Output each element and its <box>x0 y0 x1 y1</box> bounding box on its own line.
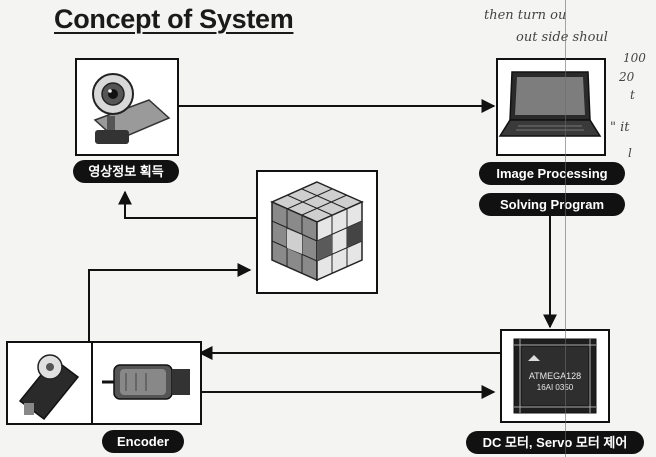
motors-box <box>6 341 202 425</box>
handwriting-1: then turn ou <box>484 8 567 23</box>
page-title: Concept of System <box>54 4 294 34</box>
acquire-label: 영상정보 획득 <box>73 160 179 183</box>
rubiks-cube-icon <box>270 181 364 282</box>
webcam-icon <box>92 73 171 144</box>
handwriting-7: l <box>628 146 632 160</box>
motor-divider <box>91 343 93 423</box>
laptop-icon <box>498 71 602 137</box>
laptop-box <box>496 58 606 156</box>
chip-box: ATMEGA128 16AI 0350 <box>500 329 610 423</box>
arrow-encoder-to-cube <box>88 263 252 343</box>
microcontroller-icon: ATMEGA128 16AI 0350 <box>513 338 597 414</box>
dc-motor-icon <box>102 364 190 400</box>
handwriting-4: 20 <box>619 70 635 84</box>
encoder-label: Encoder <box>102 430 184 453</box>
image-processing-label: Image Processing <box>479 162 625 185</box>
chip-text-2: 16AI 0350 <box>537 383 574 392</box>
webcam-box <box>75 58 179 156</box>
cube-box <box>256 170 378 294</box>
handwriting-5: t <box>630 88 635 102</box>
handwriting-2: out side shoul <box>516 30 608 45</box>
scan-fold-line <box>565 0 566 457</box>
handwriting-3: 100 <box>623 51 646 65</box>
arrow-cube-to-camera <box>118 190 256 219</box>
servo-motor-icon <box>18 354 80 421</box>
handwriting-6: " it <box>610 120 630 135</box>
chip-text-1: ATMEGA128 <box>529 371 581 381</box>
motor-control-label: DC 모터, Servo 모터 제어 <box>466 431 644 454</box>
solving-program-label: Solving Program <box>479 193 625 216</box>
